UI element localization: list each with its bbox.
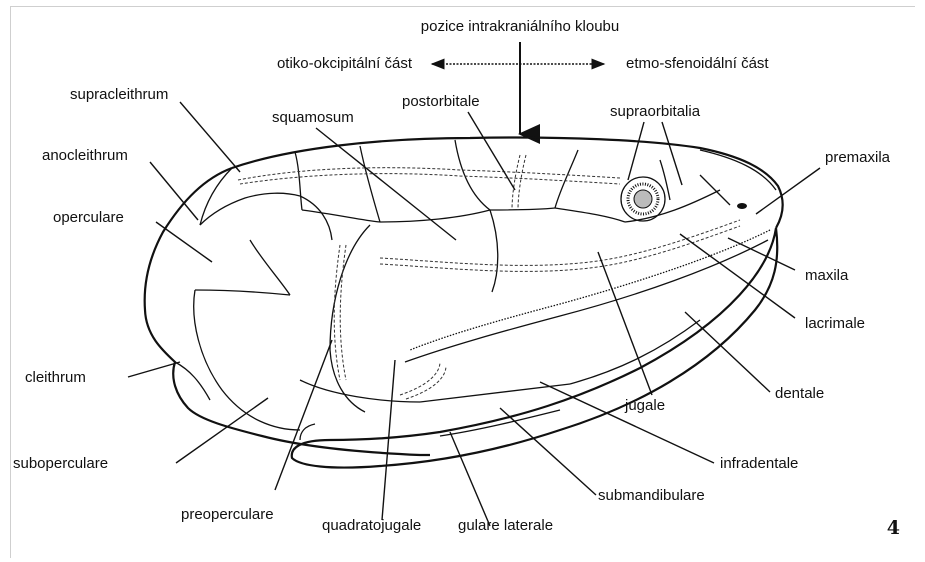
label-preoperculare: preoperculare (181, 506, 274, 523)
leader-suboperculare (176, 398, 268, 463)
label-operculare: operculare (53, 209, 124, 226)
label-premaxila: premaxila (825, 149, 891, 166)
label-maxila: maxila (805, 267, 849, 284)
leader-gulare-laterale (450, 432, 490, 526)
nostril (737, 203, 747, 209)
leader-squamosum (316, 128, 456, 240)
leader-jugale (598, 252, 652, 395)
label-anocleithrum: anocleithrum (42, 147, 128, 164)
label-supraorbitalia: supraorbitalia (610, 103, 701, 120)
label-submandibulare: submandibulare (598, 487, 705, 504)
label-squamosum: squamosum (272, 109, 354, 126)
label-gulare-laterale: gulare laterale (458, 517, 553, 534)
figure-number: 4 (887, 517, 900, 539)
leader-dentale (685, 312, 770, 392)
label-jugale: jugale (624, 397, 665, 414)
label-suboperculare: suboperculare (13, 455, 108, 472)
joint-position-title: pozice intrakraniálního kloubu (421, 18, 619, 35)
leader-anocleithrum (150, 162, 198, 220)
label-cleithrum: cleithrum (25, 369, 86, 386)
leader-quadratojugale (382, 360, 395, 520)
leader-submandibulare (500, 408, 596, 495)
label-lacrimale: lacrimale (805, 315, 865, 332)
label-supracleithrum: supracleithrum (70, 86, 168, 103)
label-dentale: dentale (775, 385, 824, 402)
leader-supraorbitalia-1 (628, 122, 644, 180)
label-postorbitale: postorbitale (402, 93, 480, 110)
label-infradentale: infradentale (720, 455, 798, 472)
leader-supracleithrum (180, 102, 240, 172)
leader-lines (128, 102, 820, 526)
label-quadratojugale: quadratojugale (322, 517, 421, 534)
otic-occipital-label: otiko-okcipitální část (277, 55, 413, 72)
ethmo-sphenoid-label: etmo-sfenoidální část (626, 55, 769, 72)
leader-postorbitale (468, 112, 515, 190)
leader-premaxila (756, 168, 820, 214)
leader-operculare (156, 222, 212, 262)
leader-infradentale (540, 382, 714, 463)
